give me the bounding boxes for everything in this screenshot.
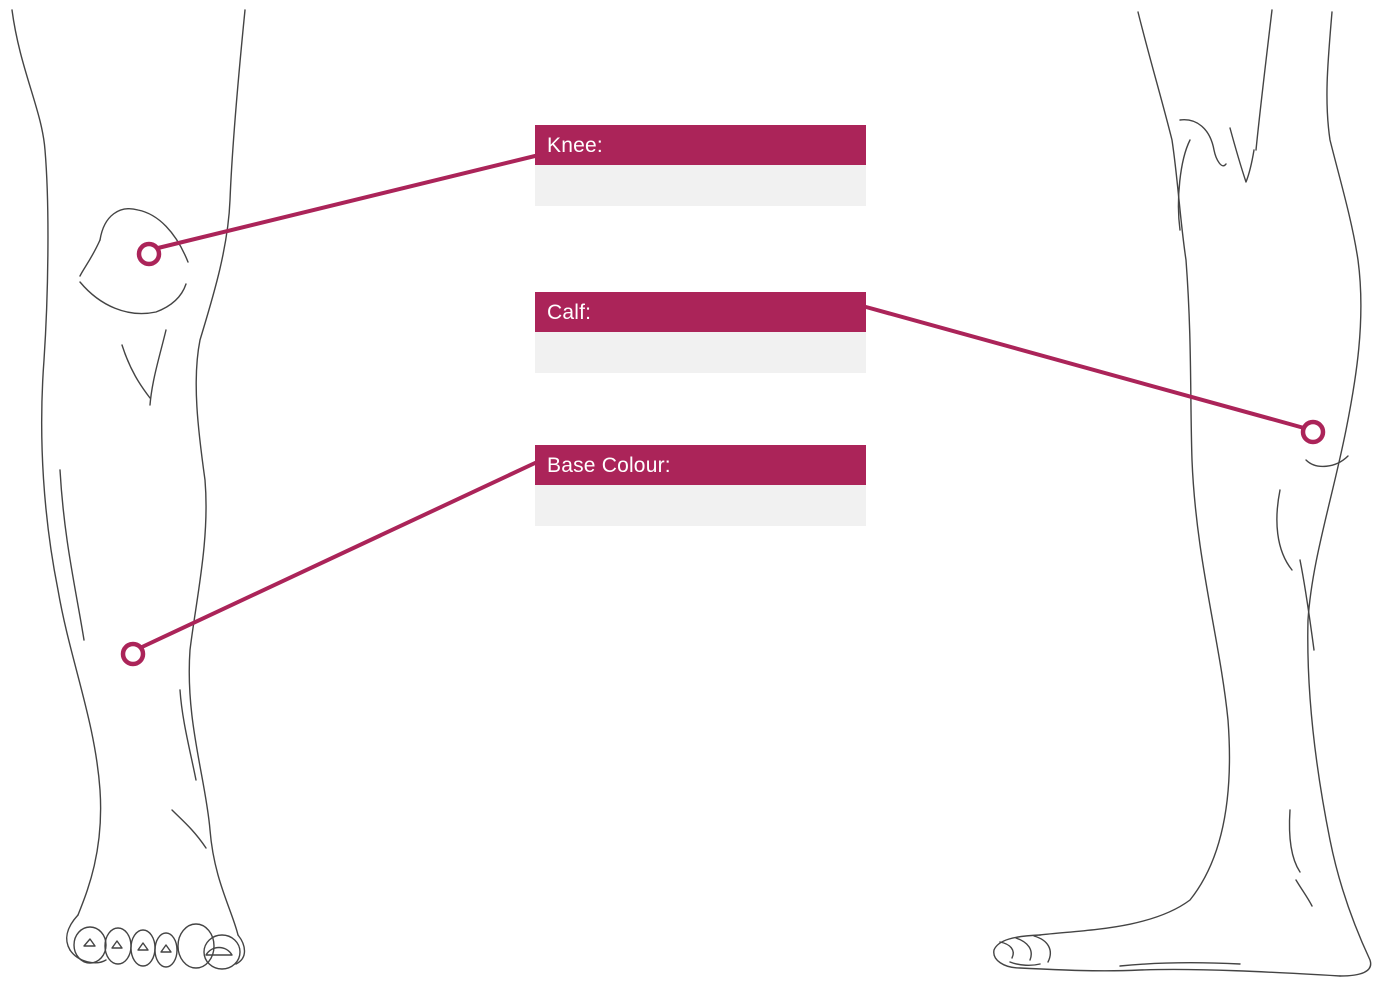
knee-label-title: Knee: [535, 125, 866, 165]
knee-input[interactable] [535, 165, 866, 206]
calf-label-panel: Calf: [535, 292, 866, 373]
callout-lines [142, 156, 1304, 647]
calf-marker [1303, 422, 1323, 442]
base-colour-input[interactable] [535, 485, 866, 526]
side-leg-sketch [994, 10, 1371, 976]
knee-marker [139, 244, 159, 264]
base-colour-label-title: Base Colour: [535, 445, 866, 485]
base-colour-label-panel: Base Colour: [535, 445, 866, 526]
knee-callout-line [158, 156, 535, 248]
front-leg-sketch [12, 10, 245, 969]
base-colour-callout-line [142, 463, 535, 647]
base-colour-marker [123, 644, 143, 664]
calf-callout-line [866, 307, 1304, 428]
calf-input[interactable] [535, 332, 866, 373]
calf-label-title: Calf: [535, 292, 866, 332]
knee-label-panel: Knee: [535, 125, 866, 206]
